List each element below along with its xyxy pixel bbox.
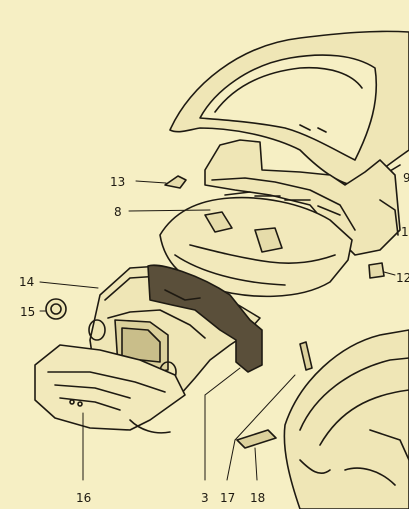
callout-14: 14 xyxy=(19,275,34,289)
callout-17: 17 xyxy=(220,491,235,505)
part-18-plate xyxy=(236,429,277,449)
callout-18: 18 xyxy=(250,491,265,505)
part-15-grommet xyxy=(45,298,67,320)
inner-wheel-housing xyxy=(147,264,263,373)
front-apron xyxy=(34,344,186,434)
part-17-strip xyxy=(299,341,313,371)
callout-15: 15 xyxy=(20,305,35,319)
callout-12: 12 xyxy=(396,271,409,285)
callout-10: 10 xyxy=(401,225,409,239)
windshield-frame xyxy=(204,139,401,256)
callout-8: 8 xyxy=(114,205,122,219)
callout-13: 13 xyxy=(110,175,125,189)
roof-panel xyxy=(169,30,409,199)
callout-3: 3 xyxy=(201,491,209,505)
side-panel xyxy=(283,329,409,509)
callout-9: 9 xyxy=(403,171,409,185)
callout-16: 16 xyxy=(76,491,91,505)
part-12-clip xyxy=(368,262,385,279)
leader-lines xyxy=(39,180,396,481)
part-13-bracket xyxy=(164,175,187,189)
